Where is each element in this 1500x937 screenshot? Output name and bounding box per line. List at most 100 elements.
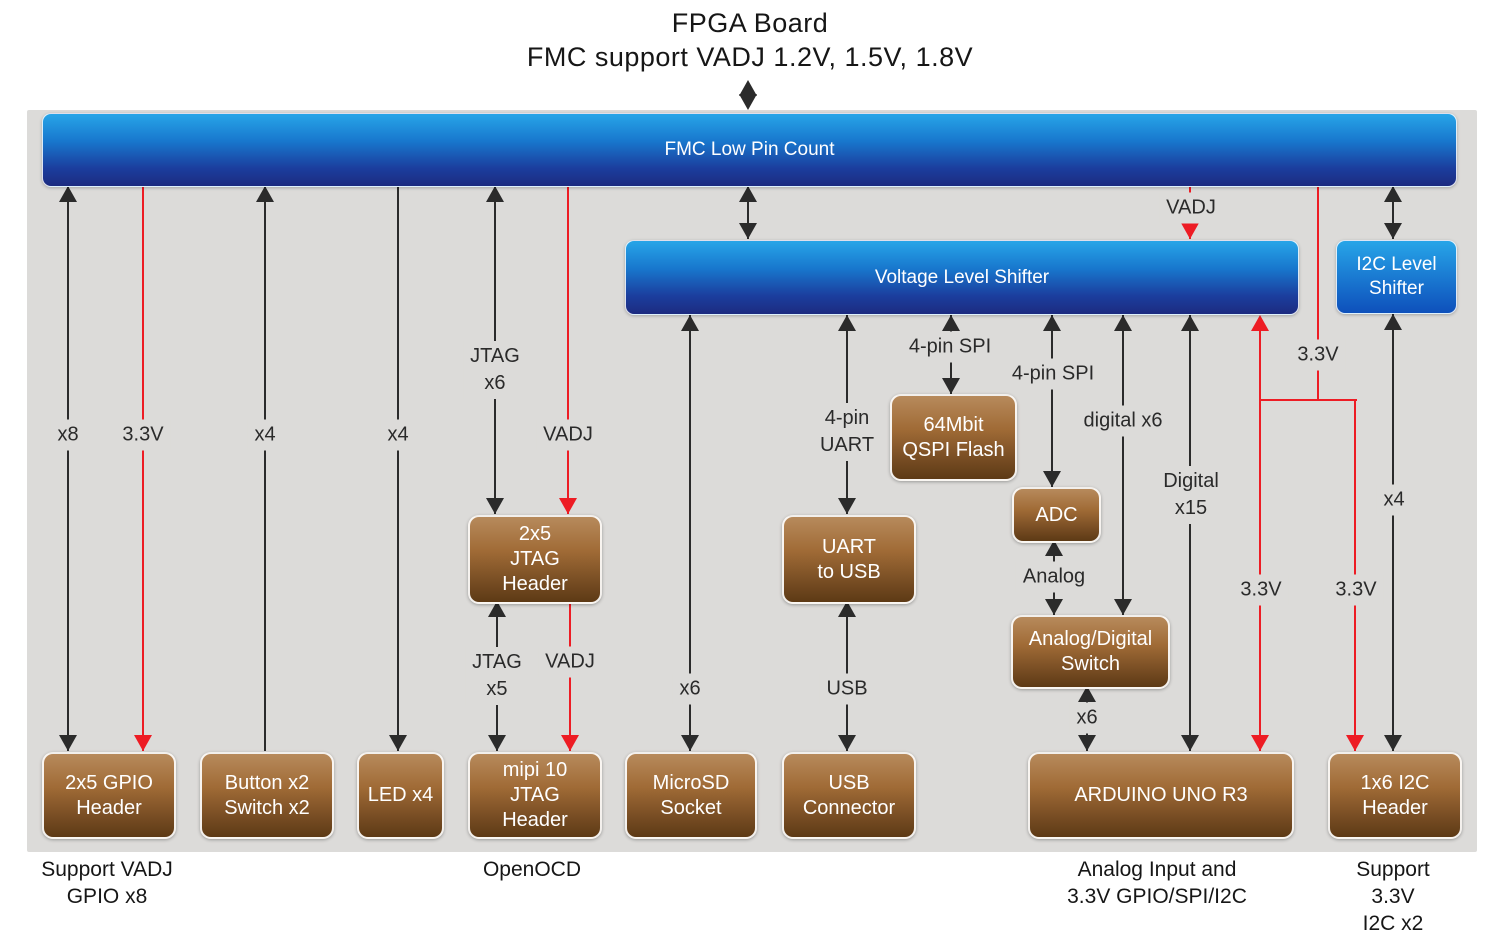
mipi-jtag-header-box: mipi 10 JTAG Header (468, 752, 602, 839)
wire-label-x8: x8 (50, 419, 86, 451)
i2c-level-shifter-box: I2C Level Shifter (1336, 240, 1457, 314)
fmc-low-pin-count-bar: FMC Low Pin Count (42, 113, 1457, 187)
wire-label-4pin-spi-adc: 4-pin SPI (1004, 358, 1102, 390)
arrowhead-down (1114, 599, 1132, 615)
arrowhead-down (561, 735, 579, 751)
arrowhead-up (1181, 315, 1199, 331)
arrowhead-up (681, 315, 699, 331)
arrowhead-down (1045, 599, 1063, 615)
arrowhead-down (838, 735, 856, 751)
wire-x4-button (264, 186, 266, 751)
arrowhead-up (838, 315, 856, 331)
wire-label-jtag-x6: JTAG x6 (463, 341, 527, 399)
arrowhead-up (1114, 315, 1132, 331)
wire-x4-led (397, 186, 399, 751)
wire-label-digital-x6: digital x6 (1076, 405, 1170, 437)
wire-fmc-vls (747, 186, 749, 239)
caption-analog-input: Analog Input and 3.3V GPIO/SPI/I2C (1067, 858, 1247, 908)
arrowhead-down (559, 498, 577, 514)
wire-label-4pin-uart: 4-pin UART (812, 403, 882, 461)
arrowhead-down (942, 378, 960, 394)
arrowhead-up (1384, 314, 1402, 330)
wire-label-vadj-mipi: VADJ (538, 646, 602, 678)
usb-connector-box: USB Connector (782, 752, 916, 839)
arrowhead-down (1181, 223, 1199, 239)
wire-x6-microsd (689, 315, 691, 751)
arrowhead-up (739, 80, 757, 96)
qspi-flash-box: 64Mbit QSPI Flash (890, 394, 1017, 481)
caption-support-33v: Support 3.3V I2C x2 (1356, 858, 1430, 935)
wire-label-3v3-arduino: 3.3V (1233, 574, 1289, 606)
wire-label-jtag-x5: JTAG x5 (465, 647, 529, 705)
arrowhead-up (838, 601, 856, 617)
arrowhead-up (1384, 186, 1402, 202)
arrowhead-down (838, 498, 856, 514)
arrowhead-down (134, 735, 152, 751)
wire-label-3v3-i2c: 3.3V (1328, 574, 1384, 606)
analog-digital-switch-box: Analog/Digital Switch (1011, 615, 1170, 689)
gpio-header-box: 2x5 GPIO Header (42, 752, 176, 839)
arrowhead-up (1078, 686, 1096, 702)
arrowhead-up (739, 186, 757, 202)
wire-label-3v3-fmc: 3.3V (1290, 339, 1346, 371)
arrowhead-down (1384, 223, 1402, 239)
wire-label-digital-x15: Digital x15 (1156, 466, 1226, 524)
arduino-uno-box: ARDUINO UNO R3 (1028, 752, 1294, 839)
led-box: LED x4 (357, 752, 444, 839)
microsd-socket-box: MicroSD Socket (625, 752, 757, 839)
wire-3v3-gpio (142, 186, 144, 751)
wire-fmc-i2cls (1392, 186, 1394, 239)
wire-label-x4-button: x4 (247, 419, 283, 451)
wire-label-x6-microsd: x6 (672, 673, 708, 705)
arrowhead-up (1043, 315, 1061, 331)
arrowhead-up (256, 186, 274, 202)
arrowhead-down (1078, 735, 1096, 751)
button-switch-box: Button x2 Switch x2 (200, 752, 334, 839)
wire-i2cls-header (1392, 314, 1394, 751)
arrowhead-up (1045, 540, 1063, 556)
wire-label-vadj-shifter: VADJ (1159, 192, 1223, 224)
wire-label-usb: USB (819, 673, 875, 705)
i2c-header-box: 1x6 I2C Header (1328, 752, 1462, 839)
arrowhead-up (59, 186, 77, 202)
arrowhead-down (739, 223, 757, 239)
arrowhead-down (1181, 735, 1199, 751)
wire-spi-adc (1051, 315, 1053, 487)
title-line2: FMC support VADJ 1.2V, 1.5V, 1.8V (526, 42, 974, 72)
wire-label-x6-arduino: x6 (1069, 702, 1105, 734)
caption-openocd: OpenOCD (482, 858, 582, 881)
wire-label-3v3-gpio: 3.3V (115, 419, 171, 451)
arrowhead-up (486, 186, 504, 202)
arrowhead-down (1384, 735, 1402, 751)
jtag-2x5-header-box: 2x5 JTAG Header (468, 515, 602, 604)
wire-label-x4-i2c: x4 (1376, 484, 1412, 516)
wire-label-analog: Analog (1015, 561, 1093, 593)
wire-label-x4-led: x4 (380, 419, 416, 451)
arrowhead-up (1251, 315, 1269, 331)
arrowhead-down (389, 735, 407, 751)
wire-label-4pin-spi-flash: 4-pin SPI (901, 331, 999, 363)
arrowhead-up (488, 601, 506, 617)
uart-to-usb-box: UART to USB (782, 515, 916, 604)
arrowhead-up (942, 315, 960, 331)
adc-box: ADC (1012, 487, 1101, 543)
wire-digital-x15 (1189, 315, 1191, 751)
arrowhead-down (59, 735, 77, 751)
arrowhead-down (486, 498, 504, 514)
wire-3v3-branch-horizontal (1259, 399, 1357, 401)
wire-x8 (67, 186, 69, 751)
arrowhead-down (739, 94, 757, 110)
wire-3v3-vls (1259, 317, 1261, 401)
arrowhead-down (488, 735, 506, 751)
wire-label-vadj-jtag: VADJ (536, 419, 600, 451)
arrowhead-down (1346, 735, 1364, 751)
arrowhead-down (1043, 471, 1061, 487)
wire-3v3-trunk (1317, 186, 1319, 401)
voltage-level-shifter-bar: Voltage Level Shifter (625, 240, 1299, 315)
wire-vadj-jtag (567, 186, 569, 514)
arrowhead-down (681, 735, 699, 751)
arrowhead-down (1251, 735, 1269, 751)
wire-digital-x6 (1122, 315, 1124, 615)
diagram-title: FPGA Board FMC support VADJ 1.2V, 1.5V, … (0, 6, 1500, 74)
